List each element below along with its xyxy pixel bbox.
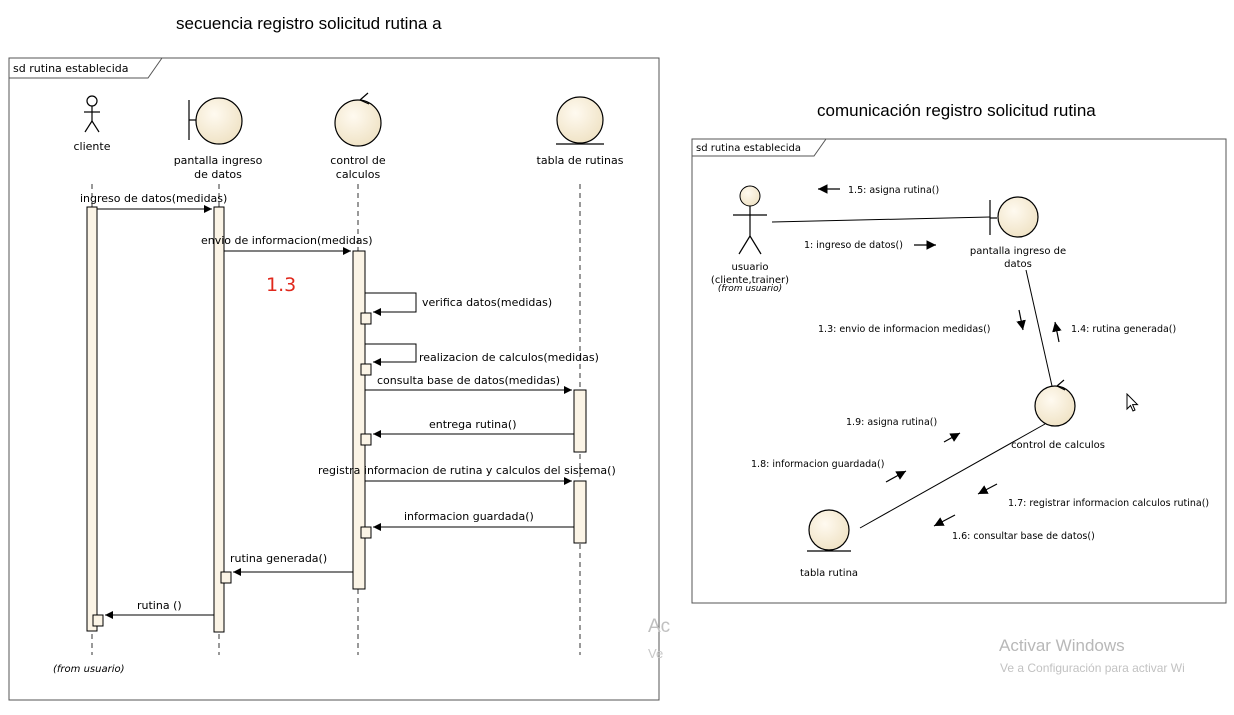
message-label: 1.9: asigna rutina() xyxy=(846,417,937,428)
message-label: consulta base de datos(medidas) xyxy=(377,374,560,387)
message-label: 1.6: consultar base de datos() xyxy=(952,531,1095,542)
activation-return-2 xyxy=(360,526,372,539)
communication-message-labels: 1.5: asigna rutina() 1: ingreso de datos… xyxy=(751,185,1209,542)
message-label: entrega rutina() xyxy=(429,418,516,431)
activation-control xyxy=(352,250,366,590)
activation-bars xyxy=(86,206,587,633)
actor-icon xyxy=(84,95,100,133)
message-label: envio de informacion(medidas) xyxy=(201,234,373,247)
message-arrow xyxy=(933,514,956,527)
message-arrow xyxy=(1016,309,1026,331)
control-icon xyxy=(1034,379,1076,427)
message-label: 1: ingreso de datos() xyxy=(804,240,903,251)
entity-icon xyxy=(556,96,604,145)
message-label: verifica datos(medidas) xyxy=(422,296,552,309)
sequence-frame xyxy=(8,57,660,701)
communication-frame-label: sd rutina establecida xyxy=(696,143,801,154)
message-label: rutina generada() xyxy=(230,552,327,565)
message-arrow xyxy=(1052,321,1062,343)
lifeline-label-pantalla-1: pantalla ingreso xyxy=(174,154,263,167)
actor-label-1: usuario xyxy=(731,262,768,273)
actor-note: (from usuario) xyxy=(718,284,782,294)
message-label: 1.5: asigna rutina() xyxy=(848,185,939,196)
message-arrow xyxy=(365,292,417,316)
message-label: realizacion de calculos(medidas) xyxy=(419,351,599,364)
communication-diagram-title: comunicación registro solicitud rutina xyxy=(817,101,1096,120)
lifeline-label-control-1: control de xyxy=(330,154,386,167)
activation-return-4 xyxy=(92,614,104,627)
message-label: informacion guardada() xyxy=(404,510,534,523)
message-label: 1.3: envio de informacion medidas() xyxy=(818,324,991,335)
tabla-label: tabla rutina xyxy=(800,568,858,579)
communication-diagram: sd rutina establecida usuario (cliente,t… xyxy=(691,138,1227,604)
message-label: rutina () xyxy=(137,599,182,612)
activation-return-3 xyxy=(220,571,232,584)
message-label: 1.4: rutina generada() xyxy=(1071,324,1176,335)
message-arrow xyxy=(885,470,907,483)
sequence-frame-label: sd rutina establecida xyxy=(13,62,128,75)
sequence-frame-tab xyxy=(9,57,163,79)
activation-pantalla xyxy=(213,206,225,633)
communication-frame-tab xyxy=(692,138,827,157)
message-label: ingreso de datos(medidas) xyxy=(80,192,227,205)
control-label: control de calculos xyxy=(1011,440,1105,451)
message-label: 1.8: informacion guardada() xyxy=(751,459,884,470)
message-arrow xyxy=(943,432,961,443)
activation-cliente xyxy=(86,206,98,632)
pantalla-label-2: datos xyxy=(1004,259,1032,270)
actor-icon xyxy=(733,185,767,255)
message-label: 1.7: registrar informacion calculos ruti… xyxy=(1008,498,1209,509)
activation-return-1 xyxy=(360,433,372,446)
watermark-activate-windows: Activar Windows xyxy=(999,636,1125,655)
pantalla-label-1: pantalla ingreso de xyxy=(970,246,1066,257)
lifeline-label-cliente: cliente xyxy=(74,140,111,153)
sequence-footer-note: (from usuario) xyxy=(53,664,125,675)
lifeline-label-control-2: calculos xyxy=(336,168,381,181)
message-lines xyxy=(97,205,574,619)
link-usuario-pantalla xyxy=(771,216,991,223)
sequence-diagram-title: secuencia registro solicitud rutina a xyxy=(176,14,442,33)
watermark-activate-hint: Ve a Configuración para activar Wi xyxy=(1000,661,1185,675)
control-icon xyxy=(334,92,382,147)
message-arrow xyxy=(365,343,417,366)
boundary-icon xyxy=(188,97,243,145)
boundary-icon xyxy=(989,196,1039,238)
activation-tabla-2 xyxy=(573,480,587,544)
actor-label-2: (cliente,trainer) xyxy=(711,275,789,286)
mouse-cursor-icon xyxy=(1126,393,1139,412)
activation-self-1 xyxy=(360,312,372,325)
message-label: registra informacion de rutina y calculo… xyxy=(318,464,616,477)
sequence-diagram: sd rutina establecida cliente pantalla i… xyxy=(8,57,660,701)
entity-icon xyxy=(807,509,851,552)
lifeline-label-tabla: tabla de rutinas xyxy=(537,154,624,167)
link-pantalla-control xyxy=(1025,269,1053,387)
link-control-tabla xyxy=(859,423,1046,529)
annotation-label: 1.3 xyxy=(266,274,296,296)
communication-frame xyxy=(691,138,1227,604)
watermark-partial-line-1: Ac xyxy=(648,616,671,637)
watermark-partial-line-2: Ve xyxy=(648,646,664,661)
activation-tabla-1 xyxy=(573,389,587,453)
communication-links xyxy=(771,216,1053,529)
message-arrow xyxy=(977,483,998,495)
activation-self-2 xyxy=(360,363,372,376)
message-labels: ingreso de datos(medidas) envio de infor… xyxy=(80,192,616,612)
communication-arrows xyxy=(818,184,1062,527)
lifeline-label-pantalla-2: de datos xyxy=(194,168,242,181)
